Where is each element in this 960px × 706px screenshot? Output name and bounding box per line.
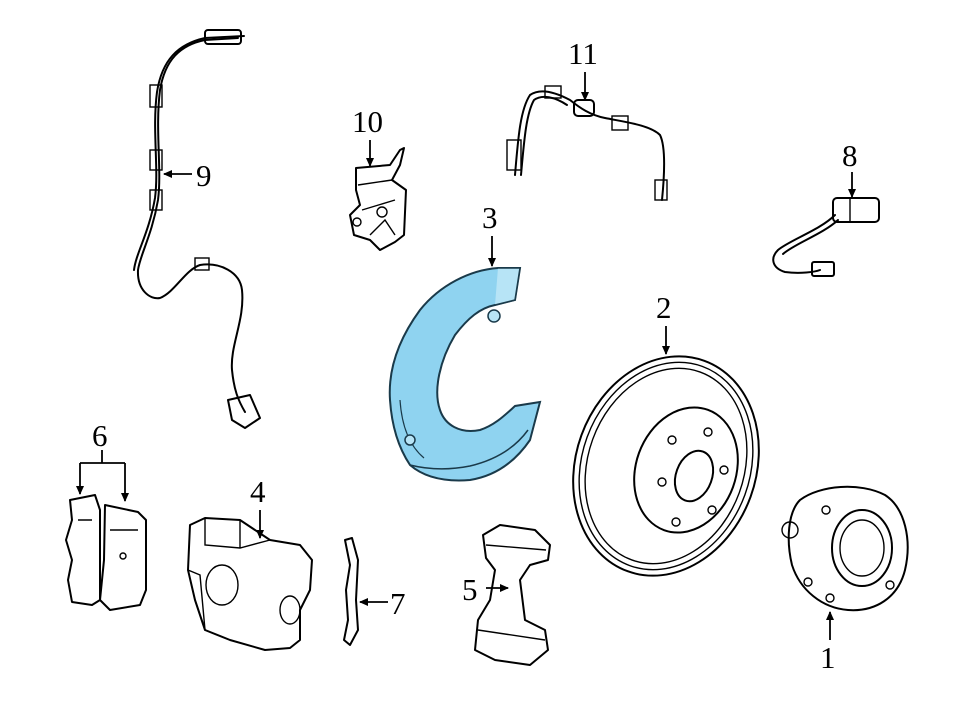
callout-6: 6 (92, 418, 108, 453)
splash-shield-part-3[interactable] (388, 267, 542, 482)
brake-caliper-part-4[interactable] (187, 517, 313, 651)
arrow-6-stem (80, 450, 125, 464)
brake-rotor-part-2[interactable] (543, 330, 789, 602)
callout-1: 1 (820, 640, 836, 675)
caliper-bracket-part-5[interactable] (474, 524, 551, 666)
callout-2: 2 (656, 290, 672, 325)
wear-sensor-part-8[interactable] (772, 197, 880, 277)
callout-3: 3 (482, 200, 498, 235)
caliper-spring-part-7[interactable] (343, 537, 359, 646)
leader-arrows (76, 72, 856, 640)
callout-11: 11 (568, 36, 598, 71)
callout-8: 8 (842, 138, 858, 173)
hub-bearing-part-1[interactable] (781, 485, 909, 612)
callout-5: 5 (462, 572, 478, 607)
brake-pads-part-6[interactable] (65, 494, 147, 611)
bracket-part-10[interactable] (349, 147, 407, 251)
speed-sensor-cable-part-9[interactable] (133, 29, 261, 429)
callout-9: 9 (196, 158, 212, 193)
brake-hose-part-11[interactable] (506, 85, 668, 201)
callout-7: 7 (390, 586, 406, 621)
callout-10: 10 (352, 104, 383, 139)
callout-4: 4 (250, 474, 266, 509)
